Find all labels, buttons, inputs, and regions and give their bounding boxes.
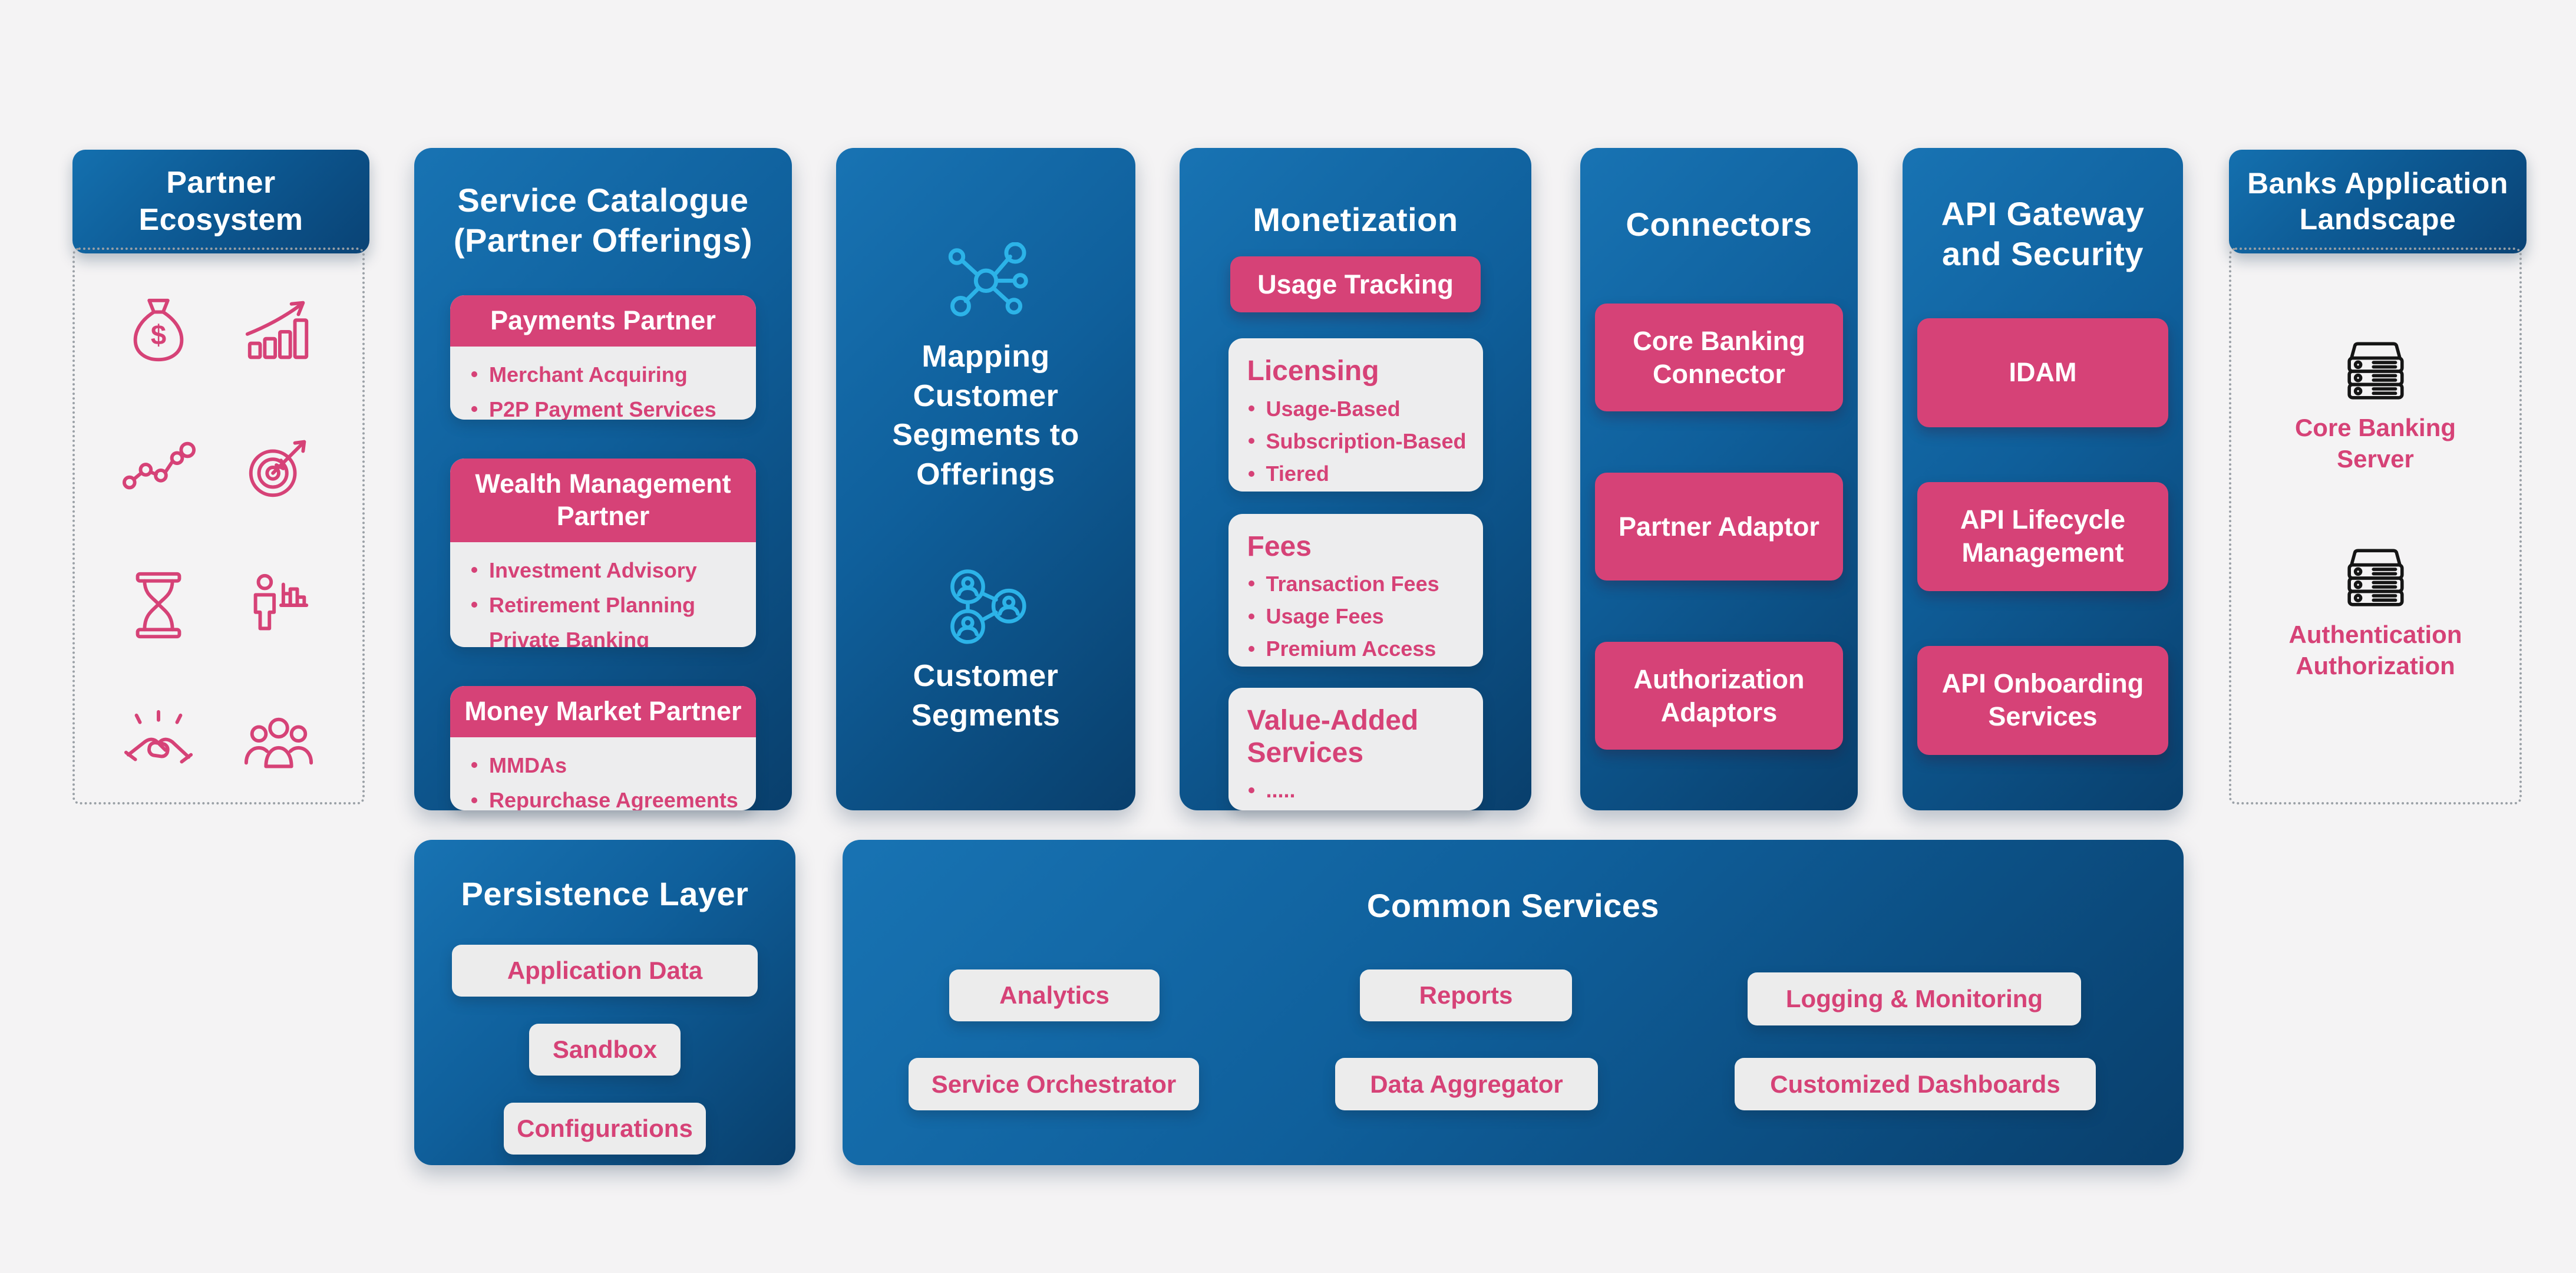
list-item: Transaction Fees — [1248, 571, 1469, 596]
value-added-services-card: Value-Added Services ..... — [1228, 687, 1483, 811]
service-catalogue-title: Service Catalogue (Partner Offerings) — [453, 182, 753, 259]
list-item: Investment Advisory — [471, 558, 738, 583]
partner-adaptor-button: Partner Adaptor — [1595, 473, 1843, 581]
list-item: Usage-Based — [1248, 396, 1469, 421]
value-added-services-title: Value-Added Services — [1247, 704, 1419, 769]
data-aggregator-button: Data Aggregator — [1335, 1058, 1598, 1110]
handshake-icon — [98, 706, 219, 780]
configurations-button: Configurations — [504, 1103, 706, 1155]
service-orchestrator-button: Service Orchestrator — [909, 1058, 1199, 1110]
list-item: ..... — [1248, 777, 1469, 803]
customized-dashboards-button: Customized Dashboards — [1735, 1058, 2096, 1110]
customer-segments-icon — [942, 568, 1030, 647]
wealth-management-header: Wealth Management Partner — [450, 458, 756, 542]
api-lifecycle-management-button: API Lifecycle Management — [1917, 482, 2168, 591]
api-onboarding-services-button: API Onboarding Services — [1917, 645, 2168, 755]
usage-tracking-button: Usage Tracking — [1230, 256, 1481, 313]
trend-line-icon — [98, 430, 219, 504]
analytics-button: Analytics — [949, 969, 1160, 1021]
partner-ecosystem-title: Partner Ecosystem — [138, 165, 303, 237]
api-gateway-title: API Gateway and Security — [1941, 195, 2145, 273]
wealth-management-card: Wealth Management Partner Investment Adv… — [450, 458, 756, 647]
presenter-chart-icon — [219, 568, 339, 642]
server-stack-icon — [2340, 338, 2411, 404]
payments-partner-header: Payments Partner — [450, 295, 756, 347]
list-item: Retirement Planning — [471, 592, 738, 618]
svg-text:$: $ — [151, 320, 166, 351]
sandbox-button: Sandbox — [529, 1024, 681, 1076]
payments-partner-card: Payments Partner Merchant Acquiring P2P … — [450, 295, 756, 420]
licensing-card: Licensing Usage-Based Subscription-Based… — [1228, 338, 1483, 492]
list-item: MMDAs — [471, 753, 738, 778]
money-market-header: Money Market Partner — [450, 685, 756, 737]
money-market-list: MMDAs Repurchase Agreements Treasury Bil… — [450, 737, 756, 810]
mapping-panel: Mapping Customer Segments to Offerings C… — [836, 148, 1135, 810]
partner-ecosystem-body: $ — [72, 248, 365, 804]
list-item: Premium Access — [1248, 636, 1469, 661]
mapping-label: Mapping Customer Segments to Offerings — [892, 339, 1079, 492]
persistence-layer-panel: Persistence Layer Application Data Sandb… — [414, 840, 795, 1165]
common-services-panel: Common Services Analytics Reports Loggin… — [843, 840, 2184, 1165]
customer-segments-label: Customer Segments — [911, 659, 1061, 733]
core-banking-server-label: Core Banking Server — [2294, 414, 2456, 473]
reports-button: Reports — [1360, 969, 1572, 1021]
money-market-card: Money Market Partner MMDAs Repurchase Ag… — [450, 685, 756, 810]
service-catalogue-panel: Service Catalogue (Partner Offerings) Pa… — [414, 148, 792, 810]
wealth-management-list: Investment Advisory Retirement Planning … — [450, 542, 756, 647]
target-icon — [219, 430, 339, 504]
licensing-title: Licensing — [1247, 355, 1379, 387]
connectors-title: Connectors — [1626, 206, 1812, 243]
value-added-services-list: ..... — [1228, 769, 1483, 810]
list-item: Repurchase Agreements — [471, 787, 738, 810]
list-item: Private Banking Services — [471, 627, 738, 647]
banks-landscape-body: Core Banking Server Authentication Autho… — [2229, 248, 2522, 804]
payments-partner-list: Merchant Acquiring P2P Payment Services … — [450, 347, 756, 420]
common-services-title: Common Services — [1366, 887, 1660, 924]
banks-landscape-header: Banks Application Landscape — [2229, 150, 2527, 253]
logging-monitoring-button: Logging & Monitoring — [1748, 972, 2081, 1025]
authorization-adaptors-button: Authorization Adaptors — [1595, 642, 1843, 750]
people-group-icon — [219, 706, 339, 780]
connectors-panel: Connectors Core Banking Connector Partne… — [1580, 148, 1858, 810]
growth-chart-icon — [219, 292, 339, 367]
monetization-title: Monetization — [1253, 201, 1458, 238]
monetization-panel: Monetization Usage Tracking Licensing Us… — [1180, 148, 1531, 811]
banks-landscape-title: Banks Application Landscape — [2247, 167, 2508, 236]
application-data-button: Application Data — [452, 945, 758, 997]
authentication-authorization-label: Authentication Authorization — [2288, 621, 2462, 680]
api-gateway-panel: API Gateway and Security IDAM API Lifecy… — [1903, 148, 2183, 810]
list-item: Usage Fees — [1248, 603, 1469, 629]
network-icon — [940, 242, 1032, 322]
persistence-layer-title: Persistence Layer — [461, 875, 749, 912]
list-item: Subscription-Based — [1248, 428, 1469, 454]
licensing-list: Usage-Based Subscription-Based Tiered — [1228, 388, 1483, 492]
core-banking-connector-button: Core Banking Connector — [1595, 304, 1843, 412]
list-item: Merchant Acquiring — [471, 362, 738, 387]
list-item: Tiered — [1248, 461, 1469, 486]
server-stack-icon — [2340, 545, 2411, 611]
fees-title: Fees — [1247, 530, 1312, 562]
list-item: P2P Payment Services — [471, 397, 738, 420]
fees-list: Transaction Fees Usage Fees Premium Acce… — [1228, 563, 1483, 667]
hourglass-icon — [98, 568, 219, 642]
money-bag-icon: $ — [98, 292, 219, 367]
idam-button: IDAM — [1917, 318, 2168, 427]
partner-ecosystem-header: Partner Ecosystem — [72, 150, 369, 253]
fees-card: Fees Transaction Fees Usage Fees Premium… — [1228, 513, 1483, 667]
